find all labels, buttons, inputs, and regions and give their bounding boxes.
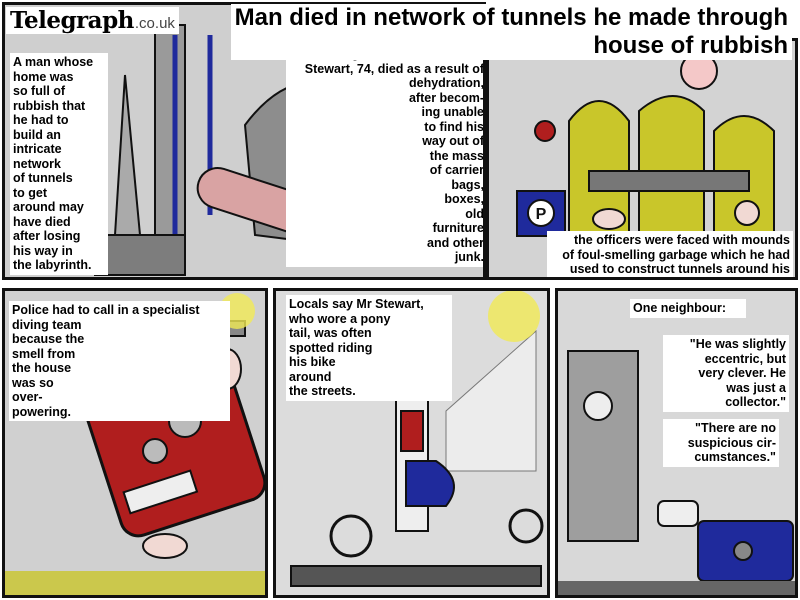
panel-5-art	[276, 291, 547, 595]
floor-strip	[558, 581, 795, 595]
panel-6-quote-1: "He was slightly eccentric, but very cle…	[663, 335, 789, 412]
pillar-drawing	[154, 24, 186, 276]
blue-saddle	[405, 460, 455, 507]
logo-suffix: .co.uk	[134, 15, 175, 32]
machine-knob	[733, 541, 753, 561]
panel-3-art: P	[489, 41, 795, 277]
panel-6-caption-intro: One neighbour:	[630, 299, 746, 318]
panel-4-caption: Police had to call in a specialist divin…	[9, 301, 230, 421]
panel-6-quote-2: "There are no suspicious cir- cumstances…	[663, 419, 779, 467]
panel-5: Locals say Mr Stewart, who wore a pony t…	[273, 288, 550, 598]
pipe-connector	[657, 500, 699, 527]
telegraph-logo[interactable]: Telegraph .co.uk	[6, 7, 179, 34]
logo-text: Telegraph	[10, 7, 134, 34]
yellow-sun	[488, 291, 540, 342]
rider-red-part	[400, 410, 424, 452]
background-buildings	[445, 329, 537, 472]
diver-foot	[142, 533, 188, 559]
tunnel-pipe	[588, 170, 750, 192]
bike-wheel	[329, 514, 373, 558]
sign-letter: P	[536, 206, 547, 223]
bucket-drawing	[94, 234, 186, 276]
tall-cabinet	[567, 350, 639, 542]
headline: Man died in network of tunnels he made t…	[230, 4, 792, 60]
helmet-grille	[122, 469, 199, 515]
cone-drawing	[113, 74, 142, 236]
panel-5-caption: Locals say Mr Stewart, who wore a pony t…	[286, 295, 452, 401]
panel-4: Police had to call in a specialist divin…	[2, 288, 268, 598]
panel-1-caption: A man whose home was so full of rubbish …	[10, 53, 108, 275]
bike-wheel	[508, 508, 544, 544]
garbage-mound	[638, 95, 705, 242]
helmet-porthole	[142, 438, 168, 464]
slime-floor	[5, 571, 265, 595]
neighbour-face	[583, 391, 613, 421]
egg-shape	[592, 208, 626, 230]
panel-3-caption: the officers were faced with mounds of f…	[547, 231, 793, 277]
red-traffic-light	[534, 120, 556, 142]
panel-2-caption: Investigators believe Gordon Stewart, 74…	[286, 45, 483, 267]
panel-3: P the officers were faced with mounds of…	[486, 38, 798, 280]
road-strip	[290, 565, 542, 587]
headline-line-2: house of rubbish	[593, 32, 788, 59]
headline-line-1: Man died in network of tunnels he made t…	[234, 4, 788, 31]
sign-circle	[527, 199, 555, 227]
ball-shape	[734, 200, 760, 226]
panel-6: One neighbour: "He was slightly eccentri…	[555, 288, 798, 598]
